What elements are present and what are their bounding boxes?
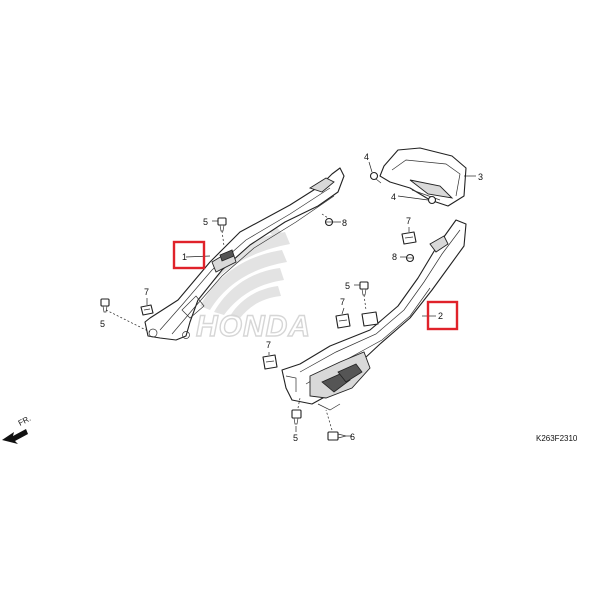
- screw-4-lower: [427, 195, 437, 205]
- front-direction-arrow-icon: [2, 429, 28, 444]
- screw-8-right: [405, 253, 415, 263]
- callout-5-lower: 5: [293, 433, 298, 443]
- callout-4-upper: 4: [364, 152, 369, 162]
- bolt-6-lower: [327, 431, 347, 441]
- callout-2: 2: [438, 311, 443, 321]
- clip-nut-7-left: [140, 304, 154, 316]
- callout-7-mid: 7: [340, 297, 345, 307]
- clip-nut-7-mid-right: [361, 311, 379, 327]
- bolt-5-lower: [291, 409, 302, 425]
- right-side-cover: [281, 219, 467, 411]
- clip-nut-7-upper-right: [401, 231, 417, 245]
- callout-7-upper-right: 7: [406, 216, 411, 226]
- direction-label: FR.: [17, 414, 33, 428]
- bolt-5-left: [100, 298, 110, 313]
- callout-7-left: 7: [144, 287, 149, 297]
- highlight-box-part-2: [426, 300, 459, 331]
- honda-watermark-text: HONDA: [196, 310, 311, 343]
- screw-4-upper: [369, 171, 382, 184]
- callout-8-left: 8: [342, 218, 347, 228]
- callout-4-lower: 4: [391, 192, 396, 202]
- clip-nut-7-mid: [335, 313, 351, 329]
- callout-1: 1: [182, 252, 187, 262]
- left-side-cover: [144, 167, 345, 341]
- callout-8-right: 8: [392, 252, 397, 262]
- bolt-5-mid-right: [359, 281, 369, 296]
- callout-6: 6: [350, 432, 355, 442]
- callout-5-mid-right: 5: [345, 281, 350, 291]
- screw-8-left: [324, 217, 334, 227]
- rear-top-cover: [379, 147, 467, 207]
- clip-nut-7-lower: [262, 354, 278, 370]
- callout-5-left: 5: [100, 319, 105, 329]
- bolt-5-upper-left: [217, 217, 227, 232]
- callout-3: 3: [478, 172, 483, 182]
- callout-5-upper-left: 5: [203, 217, 208, 227]
- callout-7-lower: 7: [266, 340, 271, 350]
- drawing-code: K263F2310: [536, 434, 578, 443]
- highlight-box-part-1: [172, 240, 206, 270]
